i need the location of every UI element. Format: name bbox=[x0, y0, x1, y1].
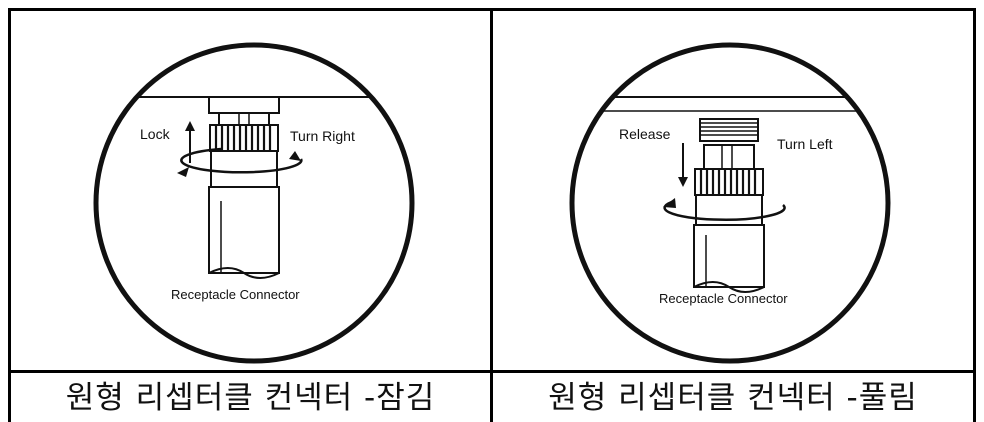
caption-release: 원형 리셉터클 컨넥터 -풀림 bbox=[548, 380, 918, 416]
release-diagram-inner bbox=[572, 96, 888, 293]
caption-lock: 원형 리셉터클 컨넥터 -잠김 bbox=[65, 380, 436, 416]
release-label: Release bbox=[619, 126, 671, 142]
connector-label: Receptacle Connector bbox=[659, 291, 788, 306]
lens-circle bbox=[569, 42, 891, 364]
lock-diagram: Lock Turn Right Receptacle Connector bbox=[93, 42, 415, 364]
turn-left-label: Turn Left bbox=[777, 136, 833, 152]
lock-label: Lock bbox=[140, 126, 171, 142]
turn-right-label: Turn Right bbox=[290, 128, 355, 144]
connector-label: Receptacle Connector bbox=[171, 287, 300, 302]
middle-divider bbox=[490, 8, 493, 422]
left-border bbox=[8, 8, 11, 422]
right-border bbox=[973, 8, 976, 422]
lens-circle bbox=[93, 42, 415, 364]
release-diagram: Release Turn Left Receptacle Connector bbox=[569, 42, 891, 364]
lock-diagram-inner bbox=[96, 96, 412, 279]
caption-divider bbox=[8, 370, 976, 373]
